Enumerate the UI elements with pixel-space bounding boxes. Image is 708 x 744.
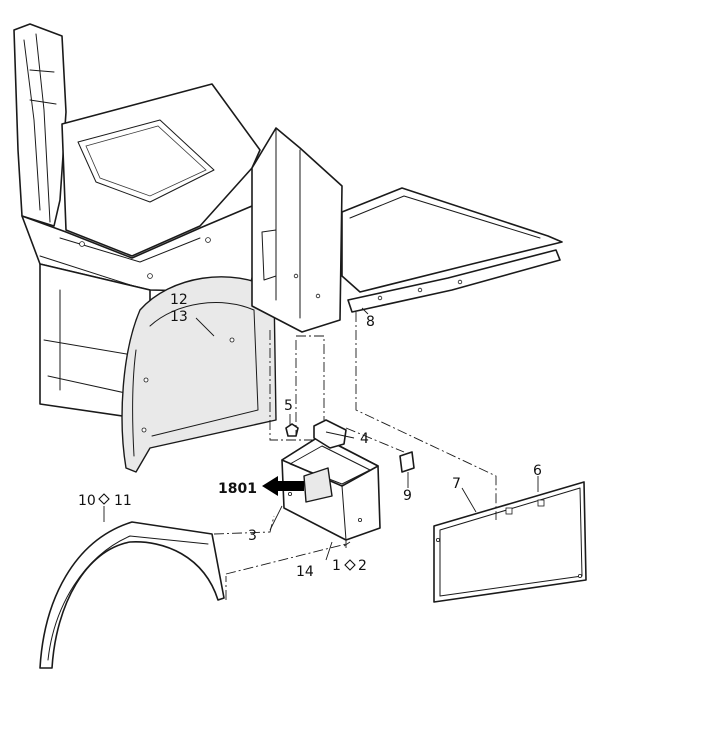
console-panel xyxy=(251,127,343,333)
callout-9: 9 xyxy=(403,488,412,504)
shelf-panel xyxy=(341,187,563,293)
callout-2: 2 xyxy=(358,558,367,574)
clip-9 xyxy=(399,451,415,473)
screw-5 xyxy=(285,423,299,437)
callout-10: 10 xyxy=(78,493,96,509)
cab-rear-wall xyxy=(61,83,261,257)
box-assembly xyxy=(281,435,381,541)
callout-1: 1 xyxy=(332,558,341,574)
callout-12: 12 xyxy=(170,292,188,308)
cab-left-pillar xyxy=(13,23,67,227)
cab-structure xyxy=(13,23,277,473)
side-panel-plate xyxy=(433,481,587,603)
wheel-arch-inner xyxy=(121,276,277,473)
callout-6: 6 xyxy=(533,463,542,479)
console-upright xyxy=(251,127,343,333)
reference-1801: 1801 xyxy=(218,481,257,497)
direction-arrow xyxy=(262,476,304,496)
side-panel xyxy=(433,481,587,603)
callout-4: 4 xyxy=(360,431,369,447)
box-handle xyxy=(303,467,333,503)
assembly-lines xyxy=(213,312,497,600)
fender-trim xyxy=(39,521,225,669)
callout-11: 11 xyxy=(114,493,132,509)
floor-shelf xyxy=(341,187,563,313)
bracket-4 xyxy=(313,419,347,449)
callout-13: 13 xyxy=(170,309,188,325)
callout-3: 3 xyxy=(248,528,257,544)
shelf-rail xyxy=(347,249,561,313)
callout-14: 14 xyxy=(296,564,314,580)
diamond-symbol xyxy=(344,559,356,571)
diamond-symbol xyxy=(98,493,110,505)
callout-7: 7 xyxy=(452,476,461,492)
callout-5: 5 xyxy=(284,398,293,414)
leader-lines xyxy=(103,307,539,561)
callout-8: 8 xyxy=(366,314,375,330)
callout-labels: 12 13 8 5 4 6 7 9 1801 10 11 3 1 2 14 xyxy=(78,292,542,580)
cab-window xyxy=(77,119,215,203)
